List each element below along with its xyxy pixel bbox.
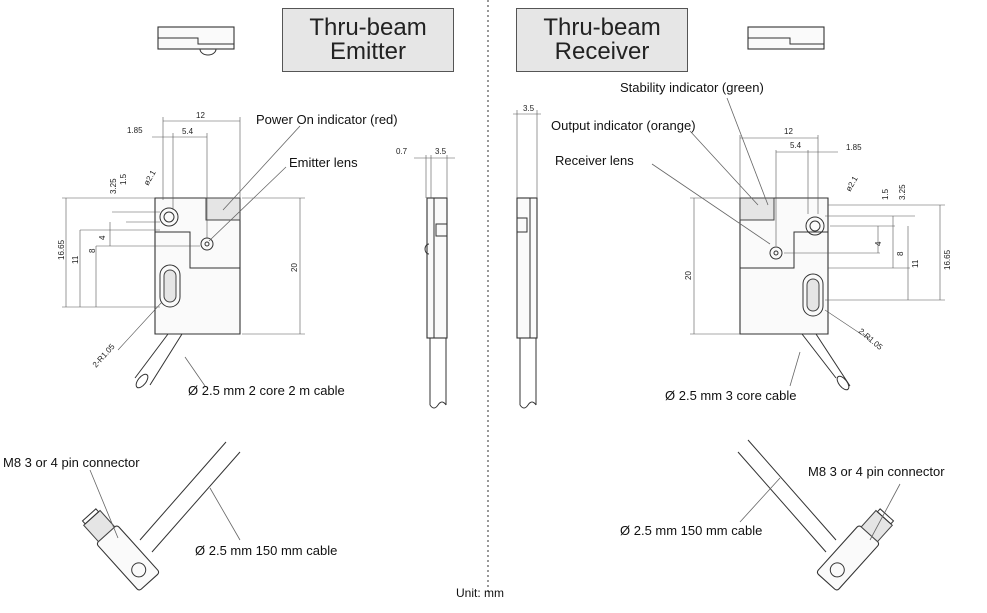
receiver-dim-16.65: 16.65: [943, 249, 952, 270]
emitter-title: Thru-beam Emitter: [282, 8, 454, 72]
emitter-lens-label: Emitter lens: [289, 155, 358, 170]
emitter-side-view: 0.7 3.5: [396, 147, 455, 409]
receiver-dim-4: 4: [874, 241, 883, 246]
receiver-side-view: 3.5: [513, 104, 541, 409]
receiver-dim-12: 12: [784, 127, 793, 136]
receiver-title-line2: Receiver: [554, 38, 650, 65]
emitter-cable-label: Ø 2.5 mm 2 core 2 m cable: [188, 383, 345, 398]
receiver-title: Thru-beam Receiver: [516, 8, 688, 72]
receiver-front-view: [739, 197, 851, 391]
emitter-dim-20: 20: [290, 263, 299, 272]
unit-label: Unit: mm: [456, 586, 504, 600]
emitter-side-dim-3.5: 3.5: [435, 147, 447, 156]
output-indicator-label: Output indicator (orange): [551, 118, 696, 133]
receiver-dim-ø2.1: ø2.1: [844, 174, 860, 193]
receiver-dim-11: 11: [911, 259, 920, 268]
receiver-title-line1: Thru-beam: [543, 14, 661, 41]
emitter-dim-12: 12: [196, 111, 205, 120]
receiver-dim-3.25: 3.25: [898, 184, 907, 200]
emitter-dim-5.4: 5.4: [182, 127, 194, 136]
receiver-dim-1.85: 1.85: [846, 143, 862, 152]
receiver-dim-20: 20: [684, 271, 693, 280]
emitter-dim-R1.05: 2-R1.05: [91, 342, 117, 370]
receiver-dim-1.5: 1.5: [881, 188, 890, 200]
power-on-indicator-label: Power On indicator (red): [256, 112, 398, 127]
emitter-m8-connector: [81, 441, 241, 591]
receiver-side-dim-3.5: 3.5: [523, 104, 535, 113]
emitter-dim-1.5: 1.5: [119, 173, 128, 185]
emitter-dim-8: 8: [88, 248, 97, 253]
emitter-dim-11: 11: [71, 255, 80, 264]
receiver-lens-label: Receiver lens: [555, 153, 634, 168]
m8-connector-label-left: M8 3 or 4 pin connector: [3, 455, 140, 470]
receiver-dim-5.4: 5.4: [790, 141, 802, 150]
receiver-cable-label: Ø 2.5 mm 3 core cable: [665, 388, 797, 403]
receiver-dim-8: 8: [896, 251, 905, 256]
emitter-dim-ø2.1: ø2.1: [142, 168, 158, 187]
m8-connector-label-right: M8 3 or 4 pin connector: [808, 464, 945, 479]
emitter-dim-4: 4: [98, 235, 107, 240]
receiver-m8-connector: [737, 439, 895, 591]
cable-150mm-label-right: Ø 2.5 mm 150 mm cable: [620, 523, 763, 538]
receiver-top-view-icon: [747, 26, 825, 50]
emitter-dim-3.25: 3.25: [109, 178, 118, 194]
cable-150mm-label-left: Ø 2.5 mm 150 mm cable: [195, 543, 338, 558]
emitter-title-line2: Emitter: [329, 38, 406, 65]
emitter-dim-16.65: 16.65: [57, 239, 66, 260]
emitter-title-line1: Thru-beam: [309, 14, 427, 41]
emitter-side-dim-0.7: 0.7: [396, 147, 408, 156]
stability-indicator-label: Stability indicator (green): [620, 80, 764, 95]
emitter-dim-1.85: 1.85: [127, 126, 143, 135]
receiver-dim-R1.05: 2-R1.05: [857, 327, 885, 353]
emitter-top-view-icon: [157, 26, 235, 56]
